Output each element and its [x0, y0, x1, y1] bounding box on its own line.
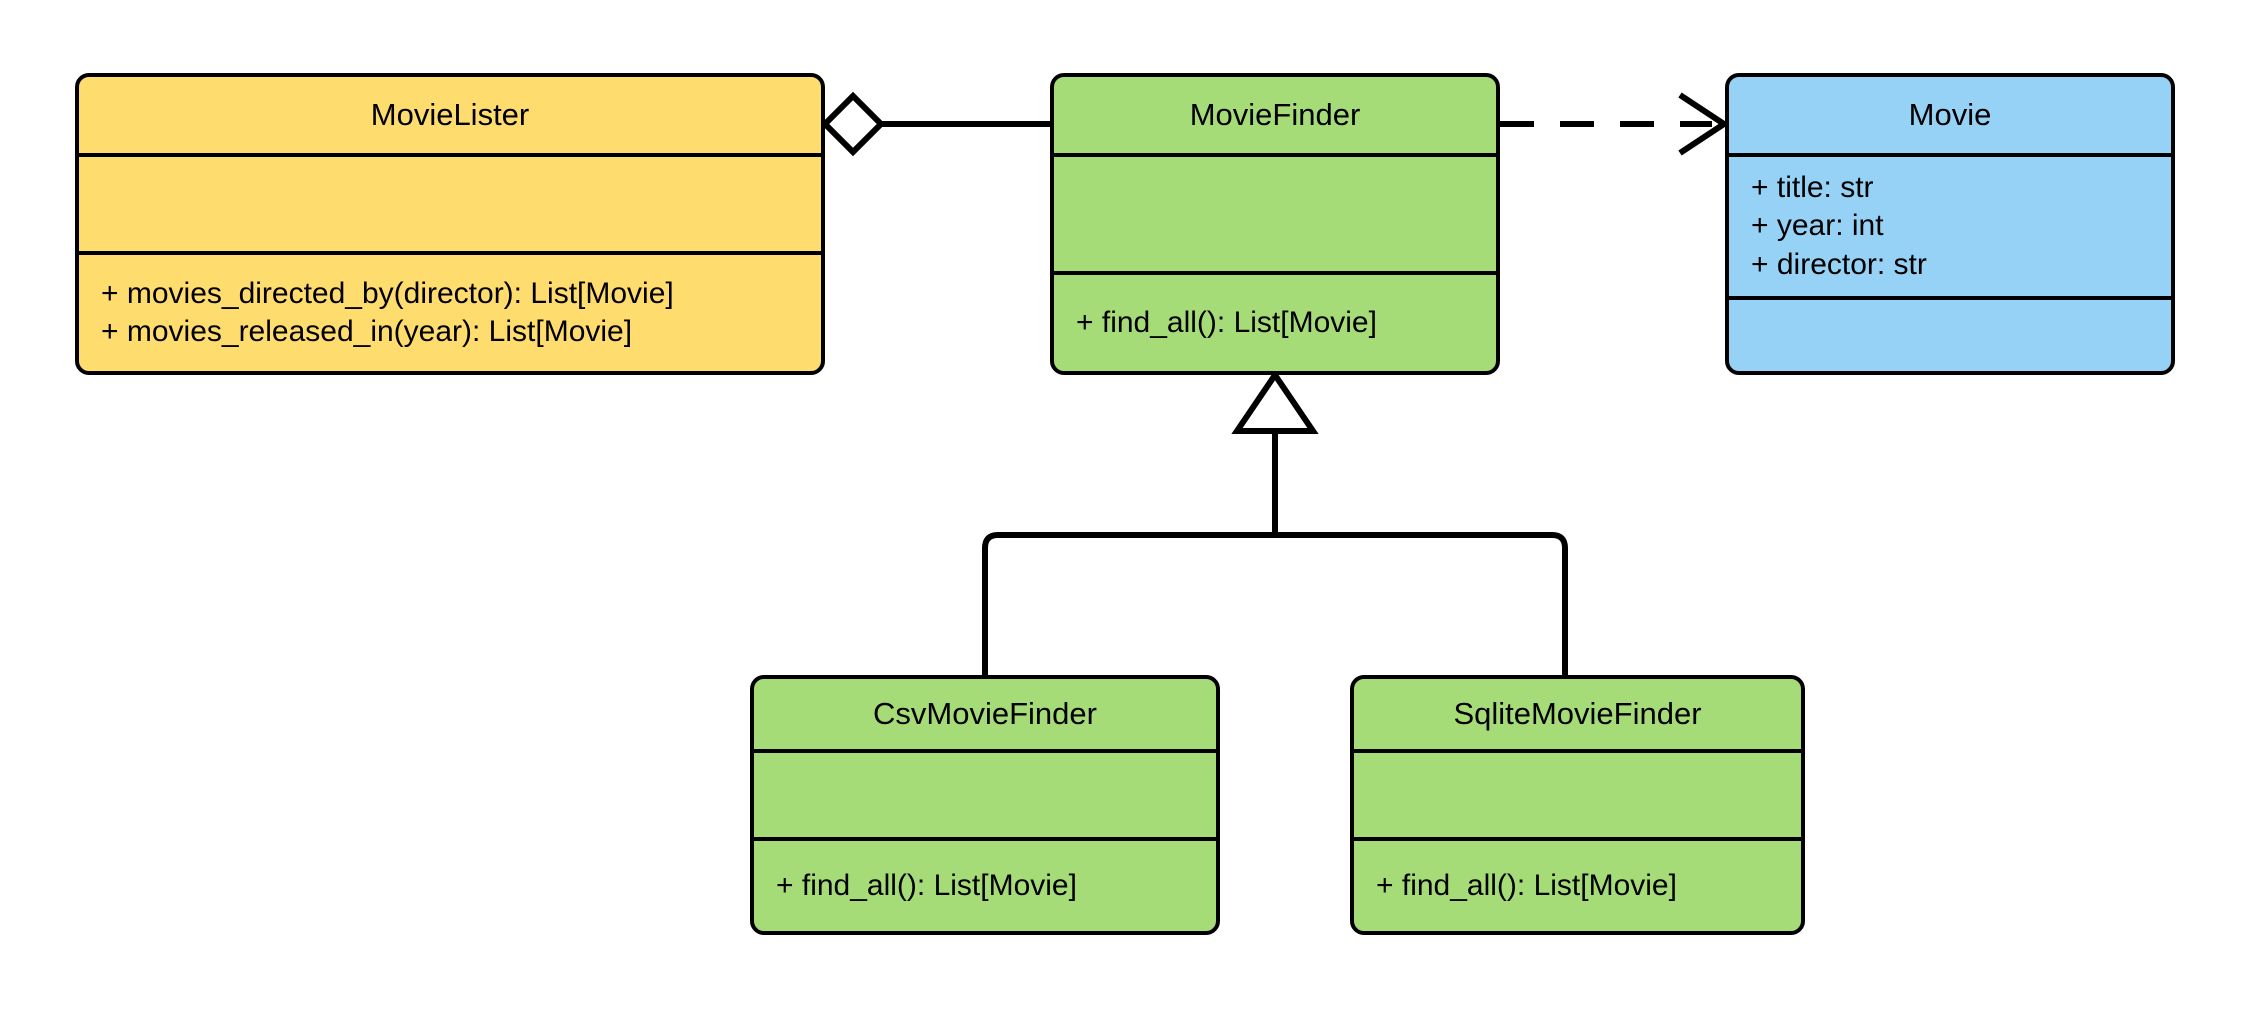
class-attributes-compartment [79, 153, 821, 251]
class-box-sqlite-movie-finder[interactable]: SqliteMovieFinder + find_all(): List[Mov… [1350, 675, 1805, 935]
class-method: + movies_directed_by(director): List[Mov… [101, 276, 674, 310]
class-name-movie-lister: MovieLister [370, 96, 530, 132]
class-methods-compartment: + movies_directed_by(director): List[Mov… [79, 251, 821, 371]
class-methods-compartment [1729, 296, 2171, 371]
class-methods-compartment: + find_all(): List[Movie] [754, 837, 1216, 931]
class-methods-compartment: + find_all(): List[Movie] [1354, 837, 1801, 931]
class-attribute: + year: int [1751, 209, 1884, 243]
class-method: + find_all(): List[Movie] [1376, 868, 1677, 902]
class-box-csv-movie-finder[interactable]: CsvMovieFinder + find_all(): List[Movie] [750, 675, 1220, 935]
class-name-movie-finder: MovieFinder [1189, 96, 1361, 132]
hollow-triangle-marker [1231, 369, 1319, 434]
class-name-movie: Movie [1908, 96, 1992, 132]
class-attributes-compartment: + title: str + year: int + director: str [1729, 153, 2171, 296]
class-methods-compartment: + find_all(): List[Movie] [1054, 271, 1496, 371]
class-method: + movies_released_in(year): List[Movie] [101, 315, 633, 348]
class-attributes-compartment [754, 749, 1216, 837]
class-attribute: + title: str [1751, 170, 1874, 204]
open-arrow-marker [1678, 92, 1730, 156]
class-title-compartment: SqliteMovieFinder [1354, 679, 1801, 749]
class-title-compartment: MovieLister [79, 77, 821, 153]
class-name-sqlite-movie-finder: SqliteMovieFinder [1453, 695, 1702, 731]
class-title-compartment: Movie [1729, 77, 2171, 153]
generalization-edge [982, 369, 1568, 675]
class-box-movie-lister[interactable]: MovieLister + movies_directed_by(directo… [75, 73, 825, 375]
class-box-movie[interactable]: Movie + title: str + year: int + directo… [1725, 73, 2175, 375]
class-method: + find_all(): List[Movie] [776, 868, 1077, 902]
class-title-compartment: MovieFinder [1054, 77, 1496, 153]
class-attributes-compartment [1054, 153, 1496, 271]
dependency-edge [1500, 92, 1730, 156]
class-method: + find_all(): List[Movie] [1076, 305, 1377, 339]
aggregation-edge [820, 91, 1050, 157]
hollow-diamond-marker [820, 91, 886, 157]
class-title-compartment: CsvMovieFinder [754, 679, 1216, 749]
class-attribute: + director: str [1751, 247, 1927, 281]
class-box-movie-finder[interactable]: MovieFinder + find_all(): List[Movie] [1050, 73, 1500, 375]
class-name-csv-movie-finder: CsvMovieFinder [873, 695, 1097, 731]
class-attributes-compartment [1354, 749, 1801, 837]
